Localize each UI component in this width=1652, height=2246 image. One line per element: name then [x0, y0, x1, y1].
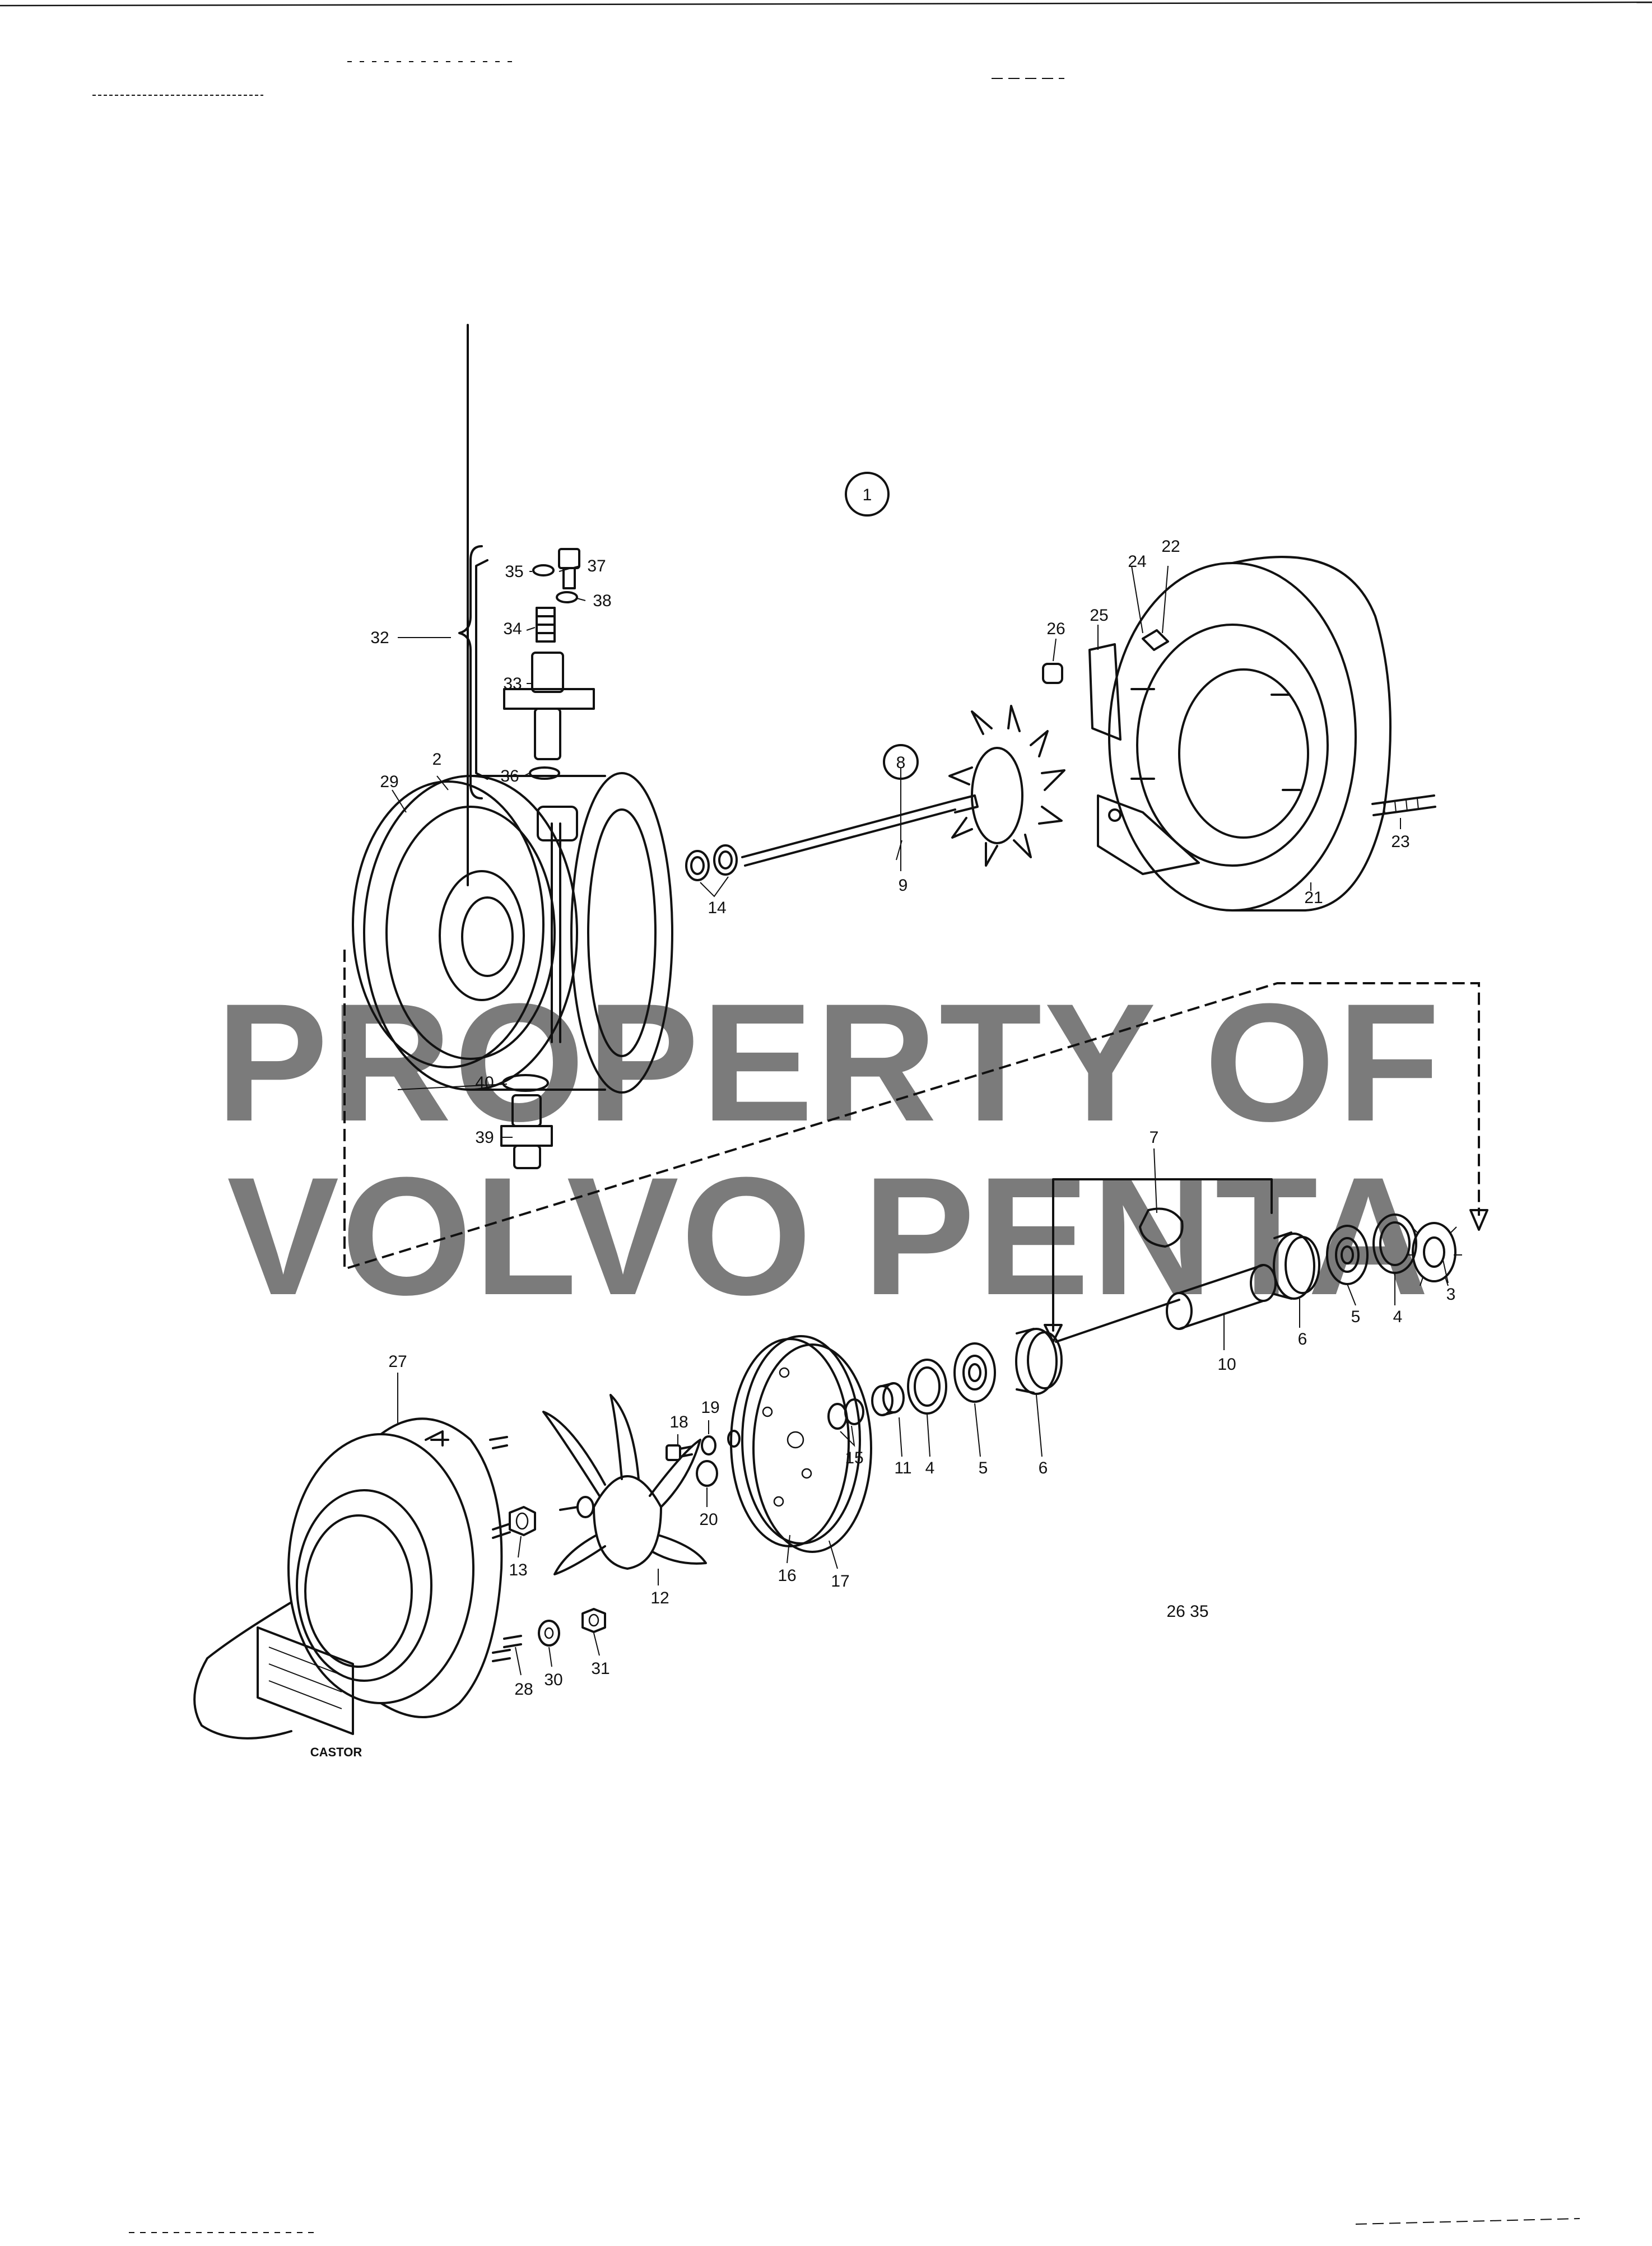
label-part-11: 11	[894, 1459, 911, 1477]
nut-part-13	[509, 1506, 536, 1536]
label-part-39: 39	[475, 1128, 494, 1147]
label-part-15: 15	[845, 1449, 863, 1467]
label-part-5-right: 5	[1351, 1308, 1361, 1326]
assembly-connector-line	[343, 950, 1480, 1271]
label-part-8-circled: 8	[883, 744, 919, 780]
label-part-5-left: 5	[979, 1459, 988, 1477]
label-part-20: 20	[699, 1510, 718, 1529]
label-part-30: 30	[544, 1671, 562, 1689]
label-part-2: 2	[432, 750, 442, 769]
spacer-tube-part-10	[1166, 1264, 1277, 1330]
turbine-shaft-part-9	[741, 705, 1065, 867]
label-part-9: 9	[899, 876, 908, 895]
label-part-18: 18	[669, 1413, 688, 1431]
label-part-24: 24	[1128, 552, 1146, 571]
group-number-badge: 1	[845, 472, 890, 517]
label-part-8: 8	[896, 754, 906, 772]
label-part-19: 19	[701, 1398, 719, 1417]
o-ring-part-29	[352, 780, 545, 1068]
label-part-37: 37	[587, 557, 606, 575]
bearing-sleeve-part-6-right	[1273, 1231, 1320, 1300]
label-part-7: 7	[1150, 1128, 1159, 1147]
label-part-4-right: 4	[1393, 1308, 1403, 1326]
drawing-number: 26 35	[1166, 1602, 1208, 1621]
stud-part-23	[1371, 794, 1436, 816]
part-labels: 2 3 4 4 5 5 6 6 7 8 9 10 11 12 13 14 15 …	[370, 537, 1455, 1699]
bottom-scan-artifacts	[129, 2218, 1580, 2233]
fastener-parts-28-30-31	[503, 1608, 606, 1648]
compressor-housing-part-27	[193, 1417, 511, 1740]
bearing-part-5-left	[953, 1342, 996, 1403]
seal-plate-part-16	[730, 1335, 861, 1547]
label-part-6-left: 6	[1039, 1459, 1048, 1477]
label-part-31: 31	[591, 1659, 609, 1678]
clamp-parts-24-25-26	[1042, 629, 1169, 741]
scan-artifacts	[0, 1, 1652, 96]
label-part-38: 38	[593, 592, 611, 610]
label-part-34: 34	[503, 620, 522, 638]
watermark-line-1: PROPERTY OF	[216, 968, 1442, 1156]
group-number: 1	[863, 486, 872, 504]
lock-washer-part-7	[1139, 1207, 1184, 1248]
label-part-4-left: 4	[925, 1459, 935, 1477]
label-part-27: 27	[388, 1352, 407, 1371]
label-part-33: 33	[503, 675, 522, 693]
label-part-28: 28	[514, 1680, 533, 1699]
center-housing-part-2	[363, 772, 673, 1094]
label-part-36: 36	[500, 767, 519, 785]
screw-parts-18-19-20	[666, 1430, 741, 1487]
drain-fitting-part-39	[500, 1074, 553, 1169]
watermark-line-2: VOLVO PENTA	[227, 1142, 1431, 1330]
compressor-wheel-part-12	[542, 1394, 707, 1575]
label-part-32: 32	[370, 629, 389, 647]
label-part-21: 21	[1304, 889, 1323, 907]
label-part-10: 10	[1217, 1355, 1236, 1374]
label-part-22: 22	[1161, 537, 1180, 556]
connector-arrow-right	[1469, 1209, 1488, 1231]
washer-part-4-right-inner	[1379, 1221, 1411, 1266]
name-plate: CASTOR	[257, 1626, 362, 1759]
label-part-25: 25	[1090, 606, 1108, 625]
label-part-35: 35	[505, 562, 523, 581]
label-part-40: 40	[475, 1073, 494, 1092]
label-part-12: 12	[650, 1589, 669, 1607]
label-part-26: 26	[1046, 620, 1065, 638]
leader-lines	[392, 565, 1449, 1676]
bush-part-11	[871, 1382, 905, 1416]
label-part-13: 13	[509, 1561, 527, 1579]
label-part-6-right: 6	[1298, 1330, 1307, 1348]
label-part-14: 14	[708, 899, 726, 917]
oil-inlet-assembly-part-32	[458, 324, 595, 886]
label-part-17: 17	[831, 1572, 849, 1591]
seal-rings-part-14	[685, 844, 738, 881]
turbine-housing-part-21	[1097, 556, 1392, 912]
label-part-3: 3	[1446, 1285, 1456, 1304]
label-part-23: 23	[1391, 833, 1409, 851]
washer-part-4-left	[907, 1359, 947, 1415]
label-part-16: 16	[778, 1566, 796, 1585]
o-ring-part-17	[752, 1343, 872, 1553]
watermark: PROPERTY OF VOLVO PENTA	[216, 968, 1442, 1330]
label-part-29: 29	[380, 773, 398, 791]
bearing-sleeve-part-6-left	[1015, 1299, 1180, 1395]
brand-plate-label: CASTOR	[310, 1745, 362, 1759]
